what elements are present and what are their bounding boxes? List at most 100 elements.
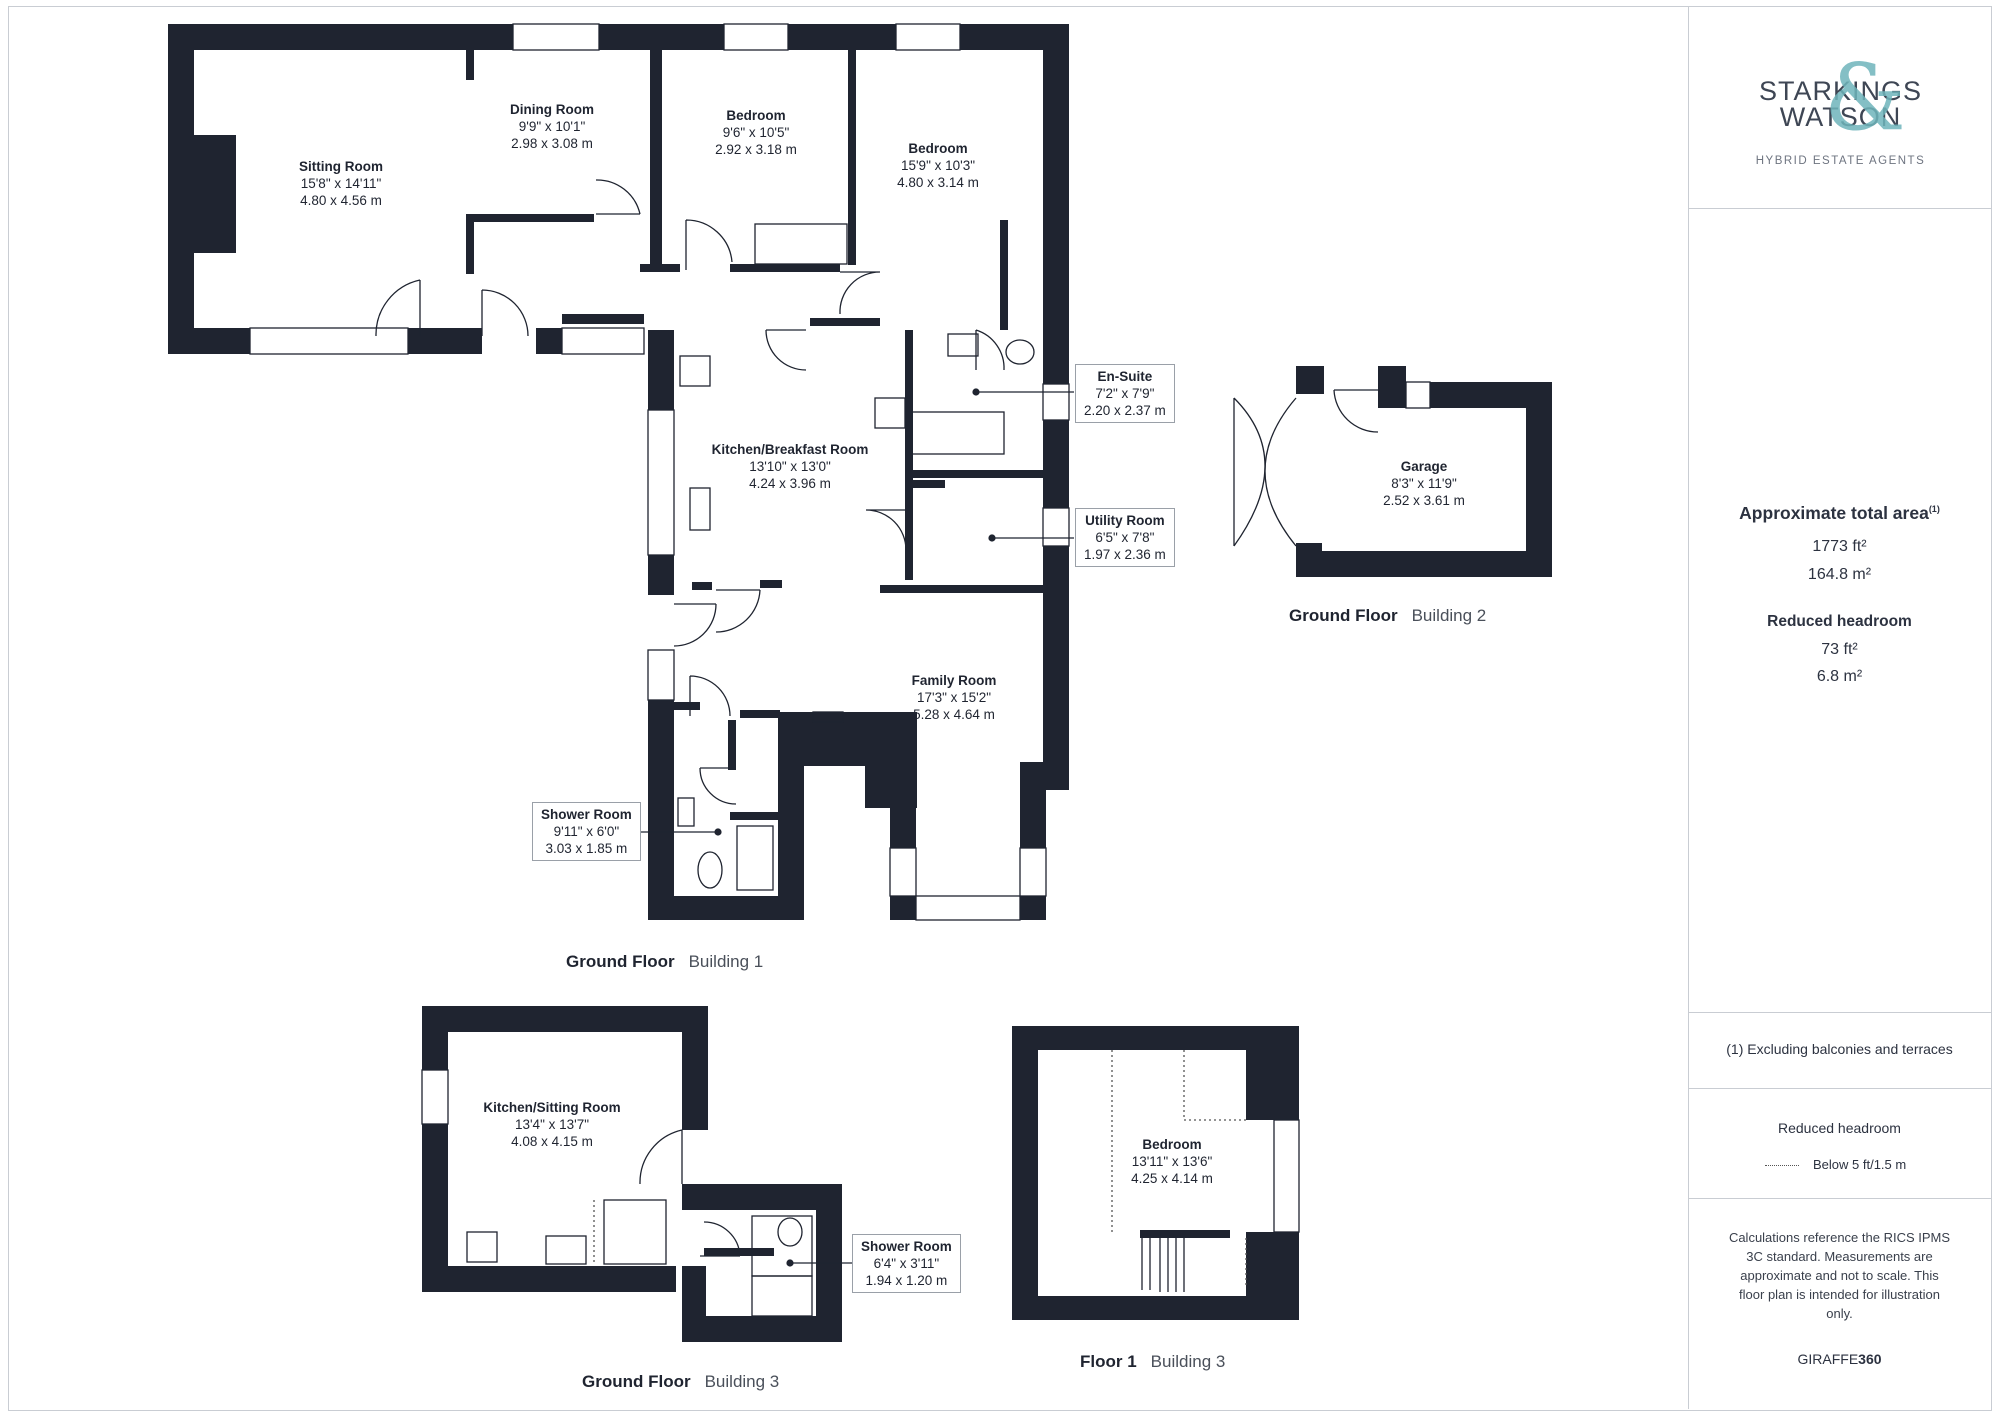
room-label-en-suite: En-Suite 7'2" x 7'9" 2.20 x 2.37 m [1075, 364, 1175, 423]
room-name: Sitting Room [299, 159, 383, 174]
room-size-imperial: 7'2" x 7'9" [1095, 386, 1155, 401]
footnote: (1) Excluding balconies and terraces [1726, 1041, 1953, 1057]
area-title: Approximate total area(1) [1688, 503, 1991, 524]
caption-ground-floor-building-3: Ground Floor Building 3 [582, 1372, 779, 1392]
room-size-imperial: 13'10" x 13'0" [749, 459, 831, 474]
room-size-imperial: 9'11" x 6'0" [553, 824, 620, 839]
room-size-imperial: 13'11" x 13'6" [1131, 1154, 1213, 1169]
room-label-sitting-room: Sitting Room 15'8" x 14'11" 4.80 x 4.56 … [299, 158, 383, 209]
room-size-imperial: 6'5" x 7'8" [1095, 530, 1155, 545]
divider [1688, 1198, 1991, 1199]
room-size-metric: 3.03 x 1.85 m [545, 841, 628, 856]
page-frame [8, 6, 1992, 1411]
room-name: Garage [1400, 459, 1448, 474]
room-name: En-Suite [1097, 369, 1153, 384]
room-size-metric: 2.52 x 3.61 m [1383, 493, 1465, 508]
room-size-metric: 1.97 x 2.36 m [1084, 547, 1166, 562]
room-size-imperial: 15'9" x 10'3" [900, 158, 976, 173]
legend-item: Below 5 ft/1.5 m [1765, 1157, 1906, 1172]
room-label-bedroom-2: Bedroom 15'9" x 10'3" 4.80 x 3.14 m [897, 140, 979, 191]
room-size-imperial: 9'9" x 10'1" [518, 119, 586, 134]
giraffe-text: GIRAFFE [1797, 1351, 1859, 1367]
room-size-imperial: 6'4" x 3'11" [873, 1256, 940, 1271]
disclaimer-line: floor plan is intended for illustration [1739, 1287, 1940, 1302]
brand-tagline: HYBRID ESTATE AGENTS [1755, 155, 1926, 167]
caption-floor: Floor 1 [1080, 1352, 1137, 1371]
brand-line-2: WATSON [1779, 102, 1902, 132]
divider [1688, 1088, 1991, 1089]
room-label-dining-room: Dining Room 9'9" x 10'1" 2.98 x 3.08 m [510, 101, 594, 152]
caption-floor: Ground Floor [1289, 606, 1398, 625]
windows [249, 23, 1431, 1292]
room-name: Bedroom [908, 141, 968, 156]
disclaimer-line: approximate and not to scale. This [1740, 1268, 1939, 1283]
info-panel: STARKINGS WATSON HYBRID ESTATE AGENTS [1688, 6, 1992, 1409]
divider [1688, 1012, 1991, 1013]
room-label-utility-room: Utility Room 6'5" x 7'8" 1.97 x 2.36 m [1075, 508, 1175, 567]
room-size-imperial: 8'3" x 11'9" [1391, 476, 1457, 491]
room-name: Bedroom [726, 108, 786, 123]
caption-floor-1-building-3: Floor 1 Building 3 [1080, 1352, 1225, 1372]
area-title-text: Approximate total area [1739, 503, 1929, 523]
walls [168, 24, 1552, 1342]
room-size-metric: 4.25 x 4.14 m [1131, 1171, 1213, 1186]
area-ft2: 1773 ft² [1812, 538, 1867, 555]
caption-building: Building 2 [1411, 606, 1487, 625]
disclaimer-line: 3C standard. Measurements are [1746, 1249, 1933, 1264]
giraffe-360: 360 [1858, 1351, 1882, 1367]
caption-ground-floor-building-1: Ground Floor Building 1 [566, 952, 763, 972]
room-size-imperial: 9'6" x 10'5" [722, 125, 790, 140]
reduced-headroom-ft2: 73 ft² [1821, 641, 1858, 658]
reduced-headroom-lines [593, 1050, 1247, 1288]
label-leaders [636, 388, 1074, 1267]
disclaimer-line: only. [1826, 1306, 1853, 1321]
room-label-kitchen-sitting-room: Kitchen/Sitting Room 13'4" x 13'7" 4.08 … [483, 1099, 620, 1150]
caption-floor: Ground Floor [566, 952, 675, 971]
brand-line-1: STARKINGS [1758, 76, 1923, 106]
caption-floor: Ground Floor [582, 1372, 691, 1391]
room-name: Kitchen/Breakfast Room [711, 442, 869, 457]
room-name: Shower Room [861, 1239, 952, 1254]
disclaimer-line: Calculations reference the RICS IPMS [1728, 1230, 1951, 1245]
room-label-kitchen-breakfast-room: Kitchen/Breakfast Room 13'10" x 13'0" 4.… [712, 441, 869, 492]
room-size-metric: 4.80 x 4.56 m [300, 193, 382, 208]
caption-building: Building 3 [704, 1372, 780, 1391]
room-size-metric: 5.28 x 4.64 m [913, 707, 995, 722]
room-label-family-room: Family Room 17'3" x 15'2" 5.28 x 4.64 m [912, 672, 997, 723]
reduced-headroom-m2: 6.8 m² [1816, 668, 1863, 685]
room-name: Bedroom [1142, 1137, 1202, 1152]
room-name: Family Room [911, 673, 997, 688]
room-size-imperial: 13'4" x 13'7" [514, 1117, 590, 1132]
legend-item-text: Below 5 ft/1.5 m [1813, 1157, 1907, 1172]
area-footnote-mark: (1) [1928, 504, 1940, 515]
room-size-metric: 2.20 x 2.37 m [1084, 403, 1166, 418]
room-size-imperial: 17'3" x 15'2" [916, 690, 992, 705]
room-size-metric: 4.80 x 3.14 m [897, 175, 979, 190]
room-size-metric: 2.98 x 3.08 m [511, 136, 593, 151]
dotted-line-swatch [1765, 1165, 1799, 1167]
legend-title: Reduced headroom [1778, 1120, 1901, 1136]
caption-building: Building 3 [1150, 1352, 1226, 1371]
room-size-metric: 1.94 x 1.20 m [865, 1273, 948, 1288]
room-label-shower-room-3: Shower Room 6'4" x 3'11" 1.94 x 1.20 m [852, 1234, 961, 1293]
room-label-shower-room-1: Shower Room 9'11" x 6'0" 3.03 x 1.85 m [532, 802, 641, 861]
caption-building: Building 1 [688, 952, 764, 971]
divider [1688, 208, 1991, 209]
room-size-imperial: 15'8" x 14'11" [300, 176, 382, 191]
room-label-garage: Garage 8'3" x 11'9" 2.52 x 3.61 m [1383, 458, 1465, 509]
room-size-metric: 4.24 x 3.96 m [749, 476, 831, 491]
disclaimer: Calculations reference the RICS IPMS 3C … [1688, 1228, 1991, 1323]
doors-and-fittings [375, 179, 1379, 1317]
room-name: Utility Room [1085, 513, 1165, 528]
room-size-metric: 2.92 x 3.18 m [715, 142, 797, 157]
caption-ground-floor-building-2: Ground Floor Building 2 [1289, 606, 1486, 626]
room-label-bedroom-3: Bedroom 13'11" x 13'6" 4.25 x 4.14 m [1131, 1136, 1213, 1187]
brand-ampersand: & [1824, 44, 1906, 151]
room-label-bedroom-1: Bedroom 9'6" x 10'5" 2.92 x 3.18 m [715, 107, 797, 158]
room-name: Dining Room [510, 102, 594, 117]
giraffe360-logo: GIRAFFE360 [1688, 1351, 1991, 1367]
room-name: Kitchen/Sitting Room [483, 1100, 621, 1115]
room-name: Shower Room [541, 807, 632, 822]
reduced-headroom-title: Reduced headroom [1767, 613, 1912, 630]
